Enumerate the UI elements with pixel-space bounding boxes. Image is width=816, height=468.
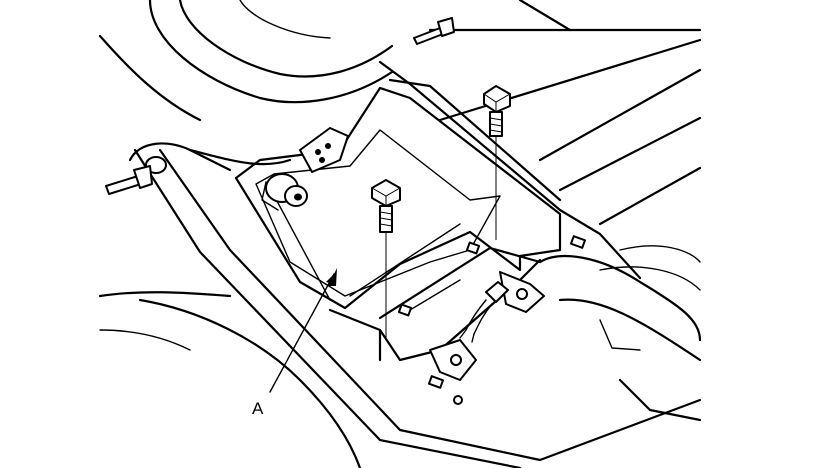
bolt-right	[483, 85, 511, 240]
callout-label-a: A	[252, 399, 264, 418]
seat-cushion-lower-right	[538, 255, 702, 422]
seat-cushion-lower-left	[98, 291, 362, 468]
callout-a: A	[252, 268, 337, 418]
console-shell	[128, 60, 702, 468]
mount-tab-right	[499, 271, 545, 313]
mount-tab-center	[429, 339, 477, 381]
wire-connector	[459, 281, 509, 343]
slots	[397, 235, 587, 405]
bolt-center	[371, 179, 401, 340]
lower-tray	[328, 246, 542, 362]
bracket-upper	[299, 127, 349, 173]
seat-cushion-upper	[98, 0, 394, 122]
accessory-socket	[261, 173, 308, 211]
screw-left	[105, 165, 153, 195]
screw-upper	[413, 17, 455, 45]
seat-frame-right	[428, 0, 702, 291]
